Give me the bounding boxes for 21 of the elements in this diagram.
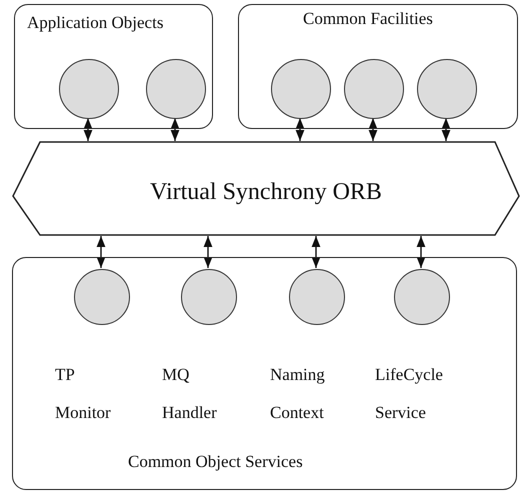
arrow [442, 118, 450, 141]
group-title: Common Object Services [128, 452, 303, 472]
service-label: LifeCycle Service [375, 364, 443, 424]
group-title: Common Facilities [303, 9, 433, 29]
arrow [170, 118, 180, 141]
group-box [12, 257, 517, 490]
arrow [204, 236, 212, 268]
arrow [96, 236, 106, 268]
arrow [84, 118, 92, 141]
group-box [238, 4, 518, 129]
bus-hexagon [12, 141, 520, 236]
service-label: MQ Handler [162, 364, 217, 424]
arrow [296, 118, 304, 141]
arrow [368, 118, 378, 141]
bus-label: Virtual Synchrony ORB [149, 179, 383, 206]
group-title: Application Objects [27, 13, 164, 33]
arrow [312, 236, 320, 268]
group-box [14, 4, 213, 129]
service-label: Naming Context [270, 364, 325, 424]
arrow [416, 236, 426, 268]
service-label: TP Monitor [55, 364, 111, 424]
